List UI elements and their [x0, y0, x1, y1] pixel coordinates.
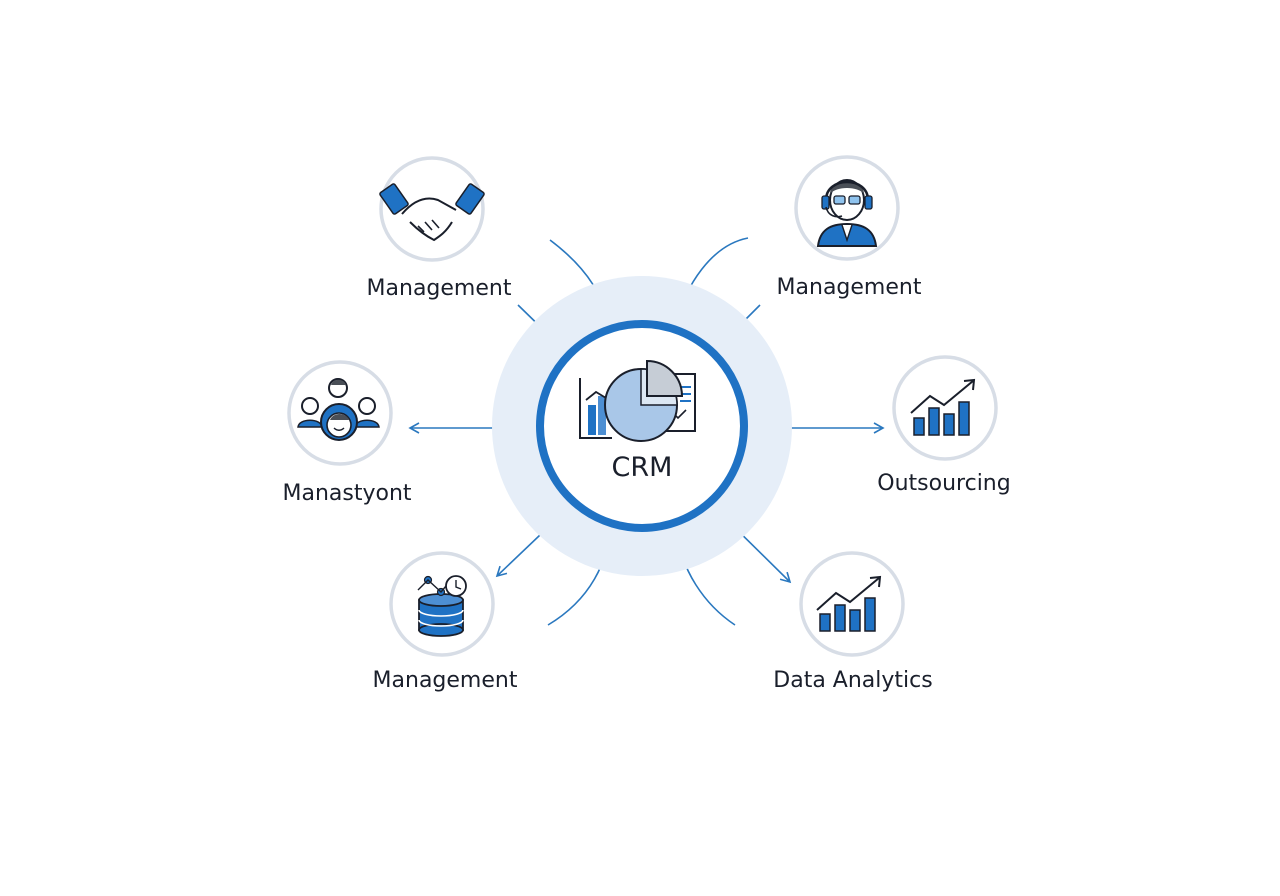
node-label: Management	[777, 275, 922, 300]
node-label: Management	[367, 276, 512, 301]
hub-label: CRM	[612, 452, 673, 483]
node-label: Management	[373, 668, 518, 693]
node-bottom-right: Data Analytics	[773, 551, 933, 693]
node-bottom-left: Management	[373, 551, 518, 693]
node-ring	[892, 355, 998, 461]
database-icon	[417, 575, 467, 637]
growth-chart-icon	[910, 378, 976, 436]
node-label: Outsourcing	[877, 471, 1010, 496]
node-mid-right: Outsourcing	[877, 355, 1011, 496]
node-label: Data Analytics	[773, 668, 932, 693]
customer-group-icon	[297, 378, 380, 441]
node-top-left: Management	[367, 156, 512, 301]
analytics-chart-icon	[816, 575, 882, 632]
support-agent-icon	[816, 179, 878, 247]
crm-dashboard-icon	[579, 359, 696, 442]
crm-hub: CRM	[492, 276, 792, 576]
node-mid-left: Manastyont	[282, 360, 412, 506]
node-ring	[799, 551, 905, 657]
handshake-icon	[379, 183, 485, 242]
node-ring	[379, 156, 485, 262]
node-label: Manastyont	[282, 481, 411, 506]
node-top-right: Management	[777, 155, 922, 300]
